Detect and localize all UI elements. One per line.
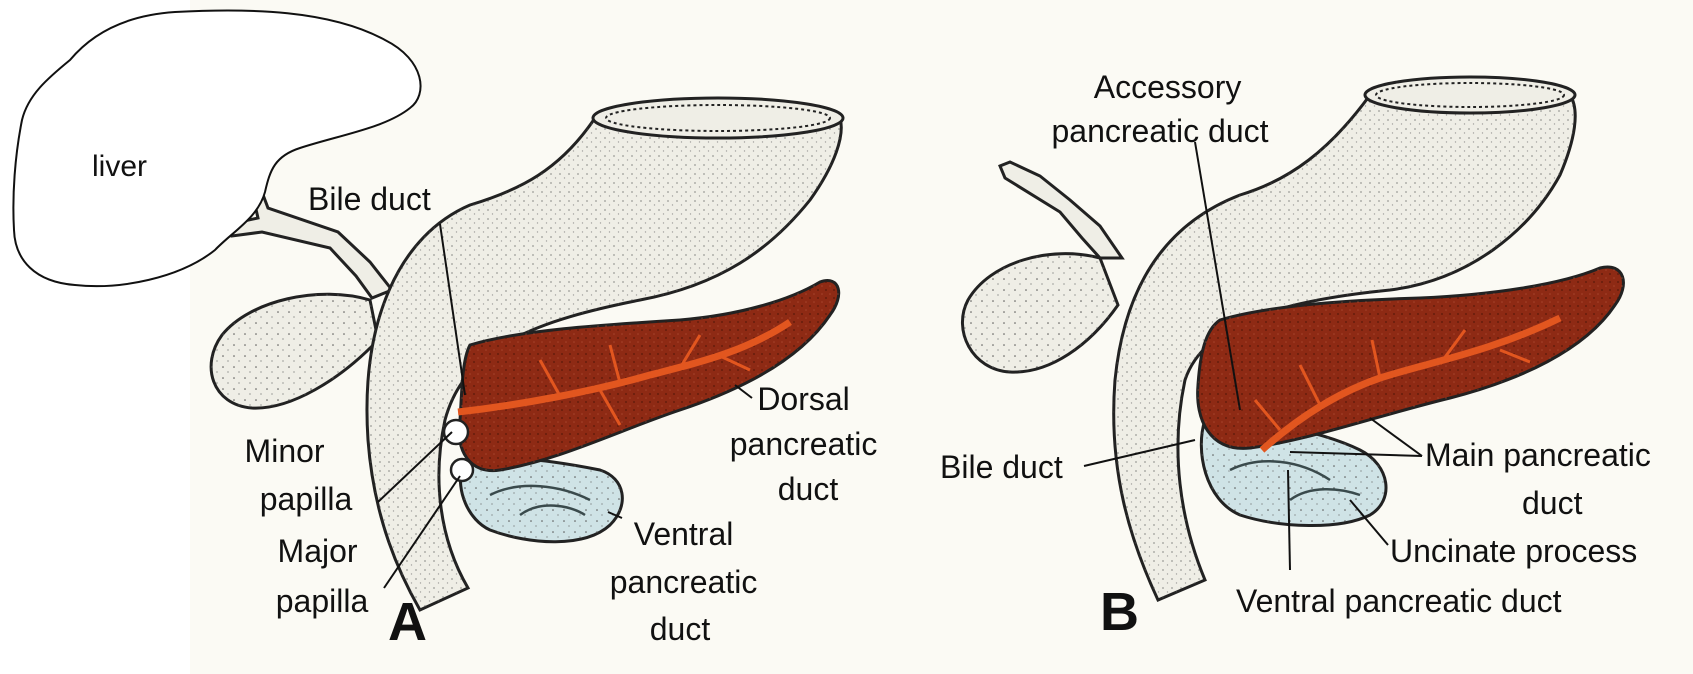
label-ventral-a-line1: Ventral [634,516,734,552]
label-bile-duct-a: Bile duct [308,181,431,217]
liver-label: liver [92,150,147,183]
label-minor-papilla-line1: Minor [245,433,325,469]
label-ventral-a-line3: duct [650,611,711,647]
label-accessory-b-line2: pancreatic duct [1051,113,1268,149]
label-major-papilla-line2: papilla [276,583,369,619]
label-ventral-b: Ventral pancreatic duct [1236,583,1562,619]
major-papilla-a [451,459,473,481]
label-dorsal-a-line2: pancreatic [730,426,878,462]
label-main-b-line2: duct [1522,485,1583,521]
label-accessory-b-line1: Accessory [1094,69,1242,105]
label-ventral-a-line2: pancreatic [610,564,758,600]
minor-papilla-a [444,420,468,444]
label-uncinate-b: Uncinate process [1390,533,1637,569]
panel-letter-a: A [388,592,427,652]
label-bile-duct-b: Bile duct [940,449,1063,485]
label-dorsal-a-line1: Dorsal [757,381,849,417]
label-minor-papilla-line2: papilla [260,481,353,517]
panel-letter-b: B [1100,582,1139,642]
label-dorsal-a-line3: duct [778,471,839,507]
duodenum-opening-a [593,98,843,138]
label-main-b-line1: Main pancreatic [1425,437,1651,473]
label-major-papilla-line1: Major [278,533,358,569]
